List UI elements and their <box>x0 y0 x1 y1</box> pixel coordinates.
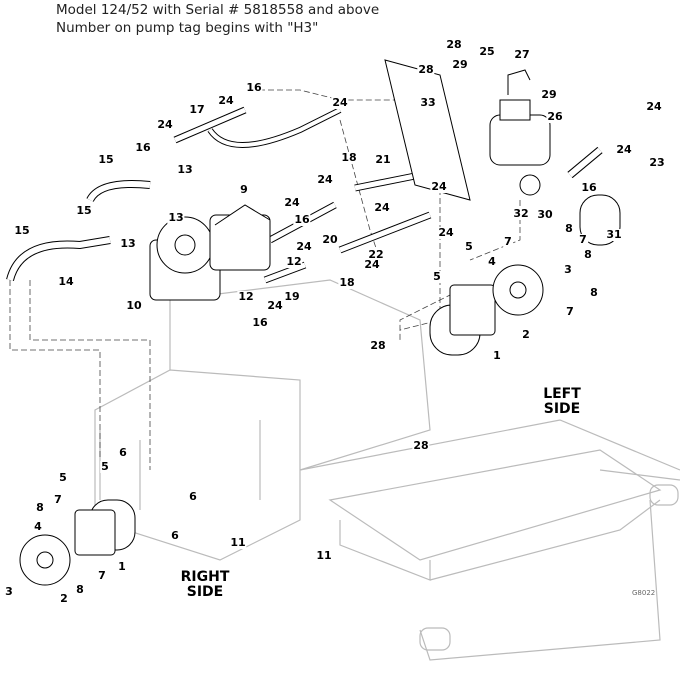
callout-number: 13 <box>176 163 194 176</box>
callout-number: 16 <box>134 141 152 154</box>
callout-number: 5 <box>58 471 68 484</box>
callout-number: 28 <box>369 339 387 352</box>
callout-number: 8 <box>583 248 593 261</box>
hydraulic-pumps <box>149 204 271 301</box>
callout-number: 13 <box>119 237 137 250</box>
callout-number: 28 <box>412 439 430 452</box>
callout-number: 24 <box>615 143 633 156</box>
callout-number: 8 <box>35 501 45 514</box>
callout-number: 16 <box>245 81 263 94</box>
callout-number: 16 <box>580 181 598 194</box>
callout-number: 6 <box>188 490 198 503</box>
callout-number: 2 <box>521 328 531 341</box>
callout-number: 15 <box>13 224 31 237</box>
left-side-label-line2: SIDE <box>543 401 581 417</box>
left-side-label: LEFT SIDE <box>543 387 581 417</box>
callout-number: 19 <box>283 290 301 303</box>
callout-number: 24 <box>430 180 448 193</box>
callout-number: 16 <box>293 213 311 226</box>
mower-frame <box>94 279 680 661</box>
callout-number: 24 <box>363 258 381 271</box>
callout-number: 24 <box>295 240 313 253</box>
callout-number: 4 <box>33 520 43 533</box>
figure-code: G8022 <box>632 589 656 597</box>
right-side-label-line1: RIGHT <box>180 569 230 585</box>
callout-number: 18 <box>338 276 356 289</box>
callout-number: 31 <box>605 228 623 241</box>
callout-number: 7 <box>578 233 588 246</box>
callout-number: 29 <box>540 88 558 101</box>
callout-number: 12 <box>285 255 303 268</box>
callout-number: 24 <box>316 173 334 186</box>
callout-number: 18 <box>340 151 358 164</box>
callout-number: 4 <box>487 255 497 268</box>
callout-number: 30 <box>536 208 554 221</box>
left-side-label-line1: LEFT <box>543 386 581 402</box>
callout-number: 3 <box>4 585 14 598</box>
callout-number: 27 <box>513 48 531 61</box>
callout-number: 15 <box>75 204 93 217</box>
callout-number: 24 <box>645 100 663 113</box>
callout-number: 25 <box>478 45 496 58</box>
callout-number: 8 <box>564 222 574 235</box>
callout-number: 6 <box>170 529 180 542</box>
callout-number: 11 <box>315 549 333 562</box>
callout-number: 23 <box>648 156 666 169</box>
callout-number: 24 <box>283 196 301 209</box>
callout-number: 22 <box>367 248 385 261</box>
callout-number: 15 <box>97 153 115 166</box>
callout-number: 24 <box>373 201 391 214</box>
callout-number: 7 <box>53 493 63 506</box>
callout-number: 13 <box>167 211 185 224</box>
callout-number: 1 <box>492 349 502 362</box>
callout-number: 7 <box>565 305 575 318</box>
callout-number: 3 <box>563 263 573 276</box>
callout-number: 32 <box>512 207 530 220</box>
callout-number: 5 <box>464 240 474 253</box>
callout-number: 26 <box>546 110 564 123</box>
wheel-motors <box>19 264 544 586</box>
callout-number: 24 <box>331 96 349 109</box>
model-title: Model 124/52 with Serial # 5818558 and a… <box>56 2 380 18</box>
callout-number: 11 <box>229 536 247 549</box>
callout-number: 24 <box>217 94 235 107</box>
callout-number: 8 <box>589 286 599 299</box>
callout-number: 20 <box>321 233 339 246</box>
callout-number: 12 <box>237 290 255 303</box>
callout-number: 7 <box>97 569 107 582</box>
callout-number: 6 <box>118 446 128 459</box>
callout-number: 24 <box>156 118 174 131</box>
right-side-label-line2: SIDE <box>186 584 224 600</box>
callout-number: 2 <box>59 592 69 605</box>
callout-number: 29 <box>451 58 469 71</box>
callout-number: 9 <box>239 183 249 196</box>
callout-number: 28 <box>445 38 463 51</box>
callout-number: 10 <box>125 299 143 312</box>
right-side-label: RIGHT SIDE <box>181 570 230 600</box>
callout-number: 14 <box>57 275 75 288</box>
callout-number: 5 <box>432 270 442 283</box>
callout-number: 16 <box>251 316 269 329</box>
callout-number: 8 <box>75 583 85 596</box>
callout-number: 21 <box>374 153 392 166</box>
callout-number: 5 <box>100 460 110 473</box>
callout-number: 17 <box>188 103 206 116</box>
pump-tag-note: Number on pump tag begins with "H3" <box>56 20 319 36</box>
callout-number: 33 <box>419 96 437 109</box>
callout-number: 24 <box>266 299 284 312</box>
callout-number: 24 <box>437 226 455 239</box>
callout-number: 1 <box>117 560 127 573</box>
callout-number: 7 <box>503 235 513 248</box>
callout-number: 28 <box>417 63 435 76</box>
